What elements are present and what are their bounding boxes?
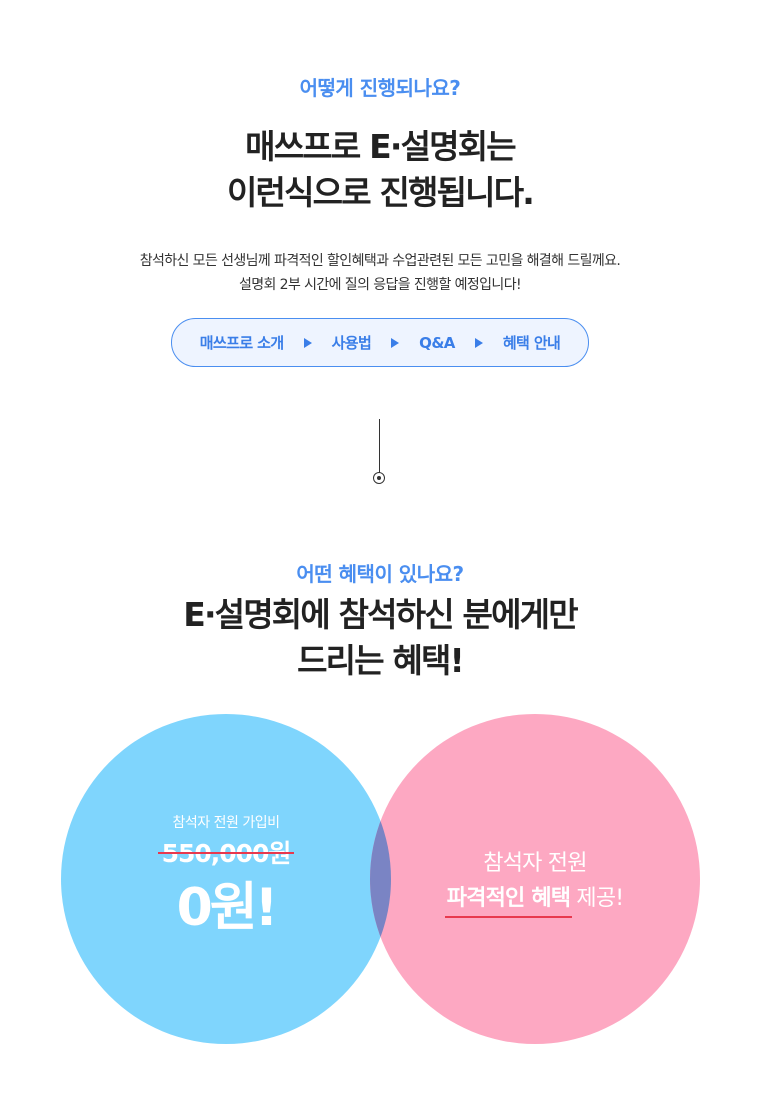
benefit-right-suffix: 제공! — [570, 886, 624, 911]
section1-eyebrow: 어떻게 진행되나요? — [299, 76, 461, 100]
play-arrow-icon — [474, 337, 483, 348]
section1-desc-line2: 설명회 2부 시간에 질의 응답을 진행할 예정입니다! — [238, 277, 522, 293]
section2-headline-line1: E·설명회에 참석하신 분에게만 — [183, 595, 578, 634]
section1-headline-line2: 이런식으로 진행됩니다. — [226, 173, 535, 212]
step-benefit: 혜택 안내 — [502, 334, 561, 352]
benefit-left-label: 참석자 전원 가입비 — [172, 815, 280, 831]
play-arrow-icon — [303, 337, 312, 348]
section1-headline-line1: 매쓰프로 E·설명회는 — [245, 127, 516, 166]
benefit-circle-left — [61, 714, 391, 1044]
section2-eyebrow: 어떤 혜택이 있나요? — [296, 562, 464, 586]
section1-desc-line1: 참석하신 모든 선생님께 파격적인 할인혜택과 수업관련된 모든 고민을 해결해… — [139, 253, 621, 269]
benefit-right-line1: 참석자 전원 — [483, 851, 587, 876]
benefit-left-new-price: 0원! — [176, 878, 279, 938]
benefit-circle-right — [370, 714, 700, 1044]
connector-dot-icon — [373, 472, 385, 484]
old-price-text: 550,000원 — [157, 834, 295, 870]
step-usage: 사용법 — [331, 334, 372, 352]
benefit-left-old-price: 550,000원 — [61, 834, 391, 870]
benefit-right-highlight: 파격적인 혜택 — [444, 880, 572, 918]
section2-headline-line2: 드리는 혜택! — [297, 641, 465, 680]
play-arrow-icon — [391, 337, 400, 348]
step-intro: 매쓰프로 소개 — [199, 334, 284, 352]
process-steps: 매쓰프로 소개 사용법 Q&A 혜택 안내 — [171, 318, 589, 367]
benefit-right-line2: 파격적인 혜택 제공! — [370, 880, 700, 918]
step-qna: Q&A — [419, 333, 455, 352]
connector-line — [379, 419, 380, 473]
